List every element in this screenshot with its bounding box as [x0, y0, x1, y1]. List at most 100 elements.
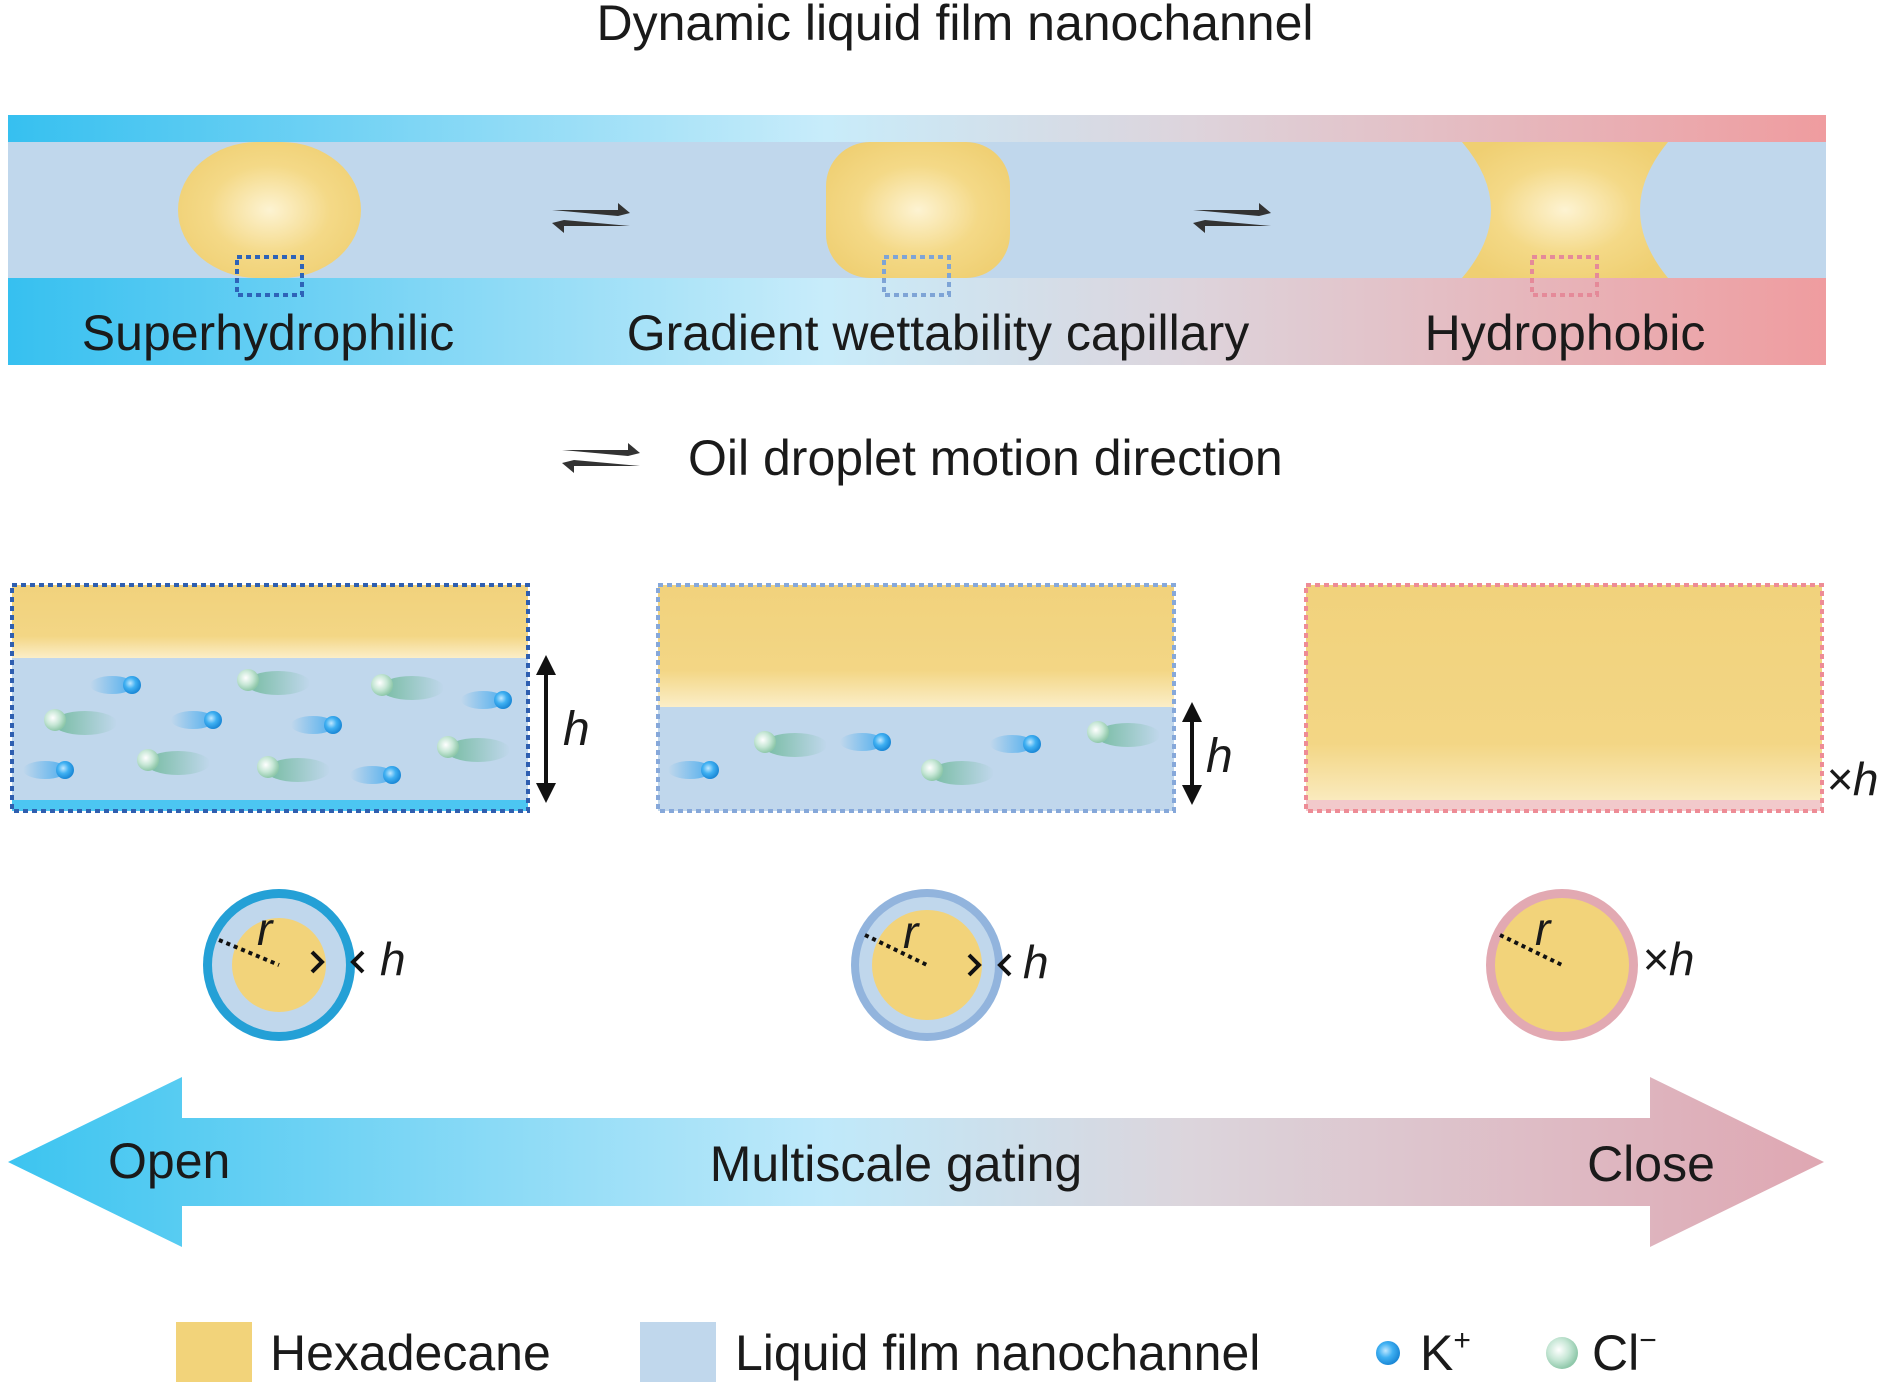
k-ion-tail	[171, 711, 215, 729]
cl-ion	[437, 736, 459, 758]
cl-ion	[1087, 721, 1109, 743]
zoom-box-center	[882, 255, 951, 297]
radius-line	[1499, 933, 1563, 967]
cl-ion-tail	[380, 676, 444, 700]
gap-marker-inner	[967, 953, 982, 977]
gating-open-label: Open	[108, 1133, 230, 1189]
label-gradient-capillary: Gradient wettability capillary	[627, 305, 1250, 361]
label-hydrophobic: Hydrophobic	[1425, 305, 1706, 361]
k-ion-tail	[291, 716, 335, 734]
radius-label: r	[903, 906, 920, 958]
k-ion-tail	[840, 733, 884, 751]
cl-ion-tail	[446, 738, 510, 762]
k-ion	[324, 716, 342, 734]
equilibrium-arrow-icon	[562, 443, 640, 473]
cl-ion	[371, 674, 393, 696]
oil-layer	[658, 585, 1174, 707]
oil-droplet-gradient	[826, 142, 1010, 278]
cl-ion	[137, 749, 159, 771]
cl-ion	[237, 669, 259, 691]
cl-ion	[754, 731, 776, 753]
zoom-box-left	[235, 255, 304, 297]
panel-open: h	[10, 583, 590, 813]
double-arrow-shape	[8, 1077, 1824, 1247]
oil-layer	[12, 585, 528, 658]
panel-border	[10, 583, 530, 813]
equilibrium-arrow-icon	[552, 203, 630, 233]
legend-label-k: K+	[1420, 1324, 1471, 1381]
film-thickness-label: h	[1023, 936, 1049, 988]
k-ion-tail	[668, 761, 712, 779]
film-thickness-label: h	[380, 933, 406, 985]
cl-symbol: Cl	[1592, 1325, 1639, 1381]
wall-strip	[12, 800, 528, 811]
gating-center-label: Multiscale gating	[710, 1136, 1082, 1192]
legend-swatch-liquid-film	[640, 1322, 716, 1382]
height-label: h	[1206, 730, 1233, 783]
k-ion	[383, 766, 401, 784]
cl-ion-tail	[266, 758, 330, 782]
legend-swatch-hexadecane	[176, 1322, 252, 1382]
oil-core	[1495, 898, 1629, 1032]
motion-direction-legend: Oil droplet motion direction	[562, 430, 1283, 486]
radius-line	[864, 933, 928, 967]
cl-ion	[921, 759, 943, 781]
k-ion	[701, 761, 719, 779]
gap-marker-outer	[997, 953, 1012, 977]
radius-line	[218, 938, 280, 967]
cl-ion-tail	[763, 733, 827, 757]
k-ion	[873, 733, 891, 751]
ion-swarm	[668, 721, 1160, 785]
legend-label-liquid-film: Liquid film nanochannel	[735, 1325, 1260, 1381]
ion-swarm	[23, 669, 512, 784]
motion-direction-label: Oil droplet motion direction	[688, 430, 1283, 486]
gap-marker-outer	[350, 950, 365, 974]
zoom-box-right	[1530, 255, 1599, 297]
cross-section-closed: r ×h	[1486, 889, 1694, 1041]
gating-close-label: Close	[1587, 1136, 1715, 1192]
gating-arrow: Open Multiscale gating Close	[8, 1077, 1824, 1247]
cl-ion-tail	[146, 751, 210, 775]
cl-ion-tail	[53, 711, 117, 735]
k-superscript: +	[1453, 1324, 1471, 1357]
panel-border	[1304, 583, 1824, 813]
panel-gradient: h	[656, 583, 1233, 813]
k-ion-tail	[350, 766, 394, 784]
k-ion	[204, 711, 222, 729]
legend-label-hexadecane: Hexadecane	[270, 1325, 551, 1381]
cl-ion	[257, 756, 279, 778]
closed-thickness-label: ×h	[1642, 933, 1694, 985]
cl-ion	[44, 709, 66, 731]
k-symbol: K	[1420, 1325, 1453, 1381]
k-ion	[1023, 735, 1041, 753]
gap-marker-inner	[310, 950, 325, 974]
k-ion-tail	[90, 676, 134, 694]
oil-droplet-hydrophobic	[1462, 142, 1668, 278]
k-ion-tail	[990, 735, 1034, 753]
legend-label-cl: Cl−	[1592, 1324, 1657, 1381]
capillary: Superhydrophilic Gradient wettability ca…	[8, 115, 1826, 365]
legend: Hexadecane Liquid film nanochannel K+ Cl…	[176, 1322, 1657, 1382]
legend-k-ion-icon	[1376, 1341, 1400, 1365]
label-superhydrophilic: Superhydrophilic	[82, 305, 454, 361]
oil-layer	[1306, 585, 1822, 811]
cross-section-open: r h	[203, 889, 406, 1041]
cl-ion-tail	[1096, 723, 1160, 747]
cross-section-gradient: r h	[851, 889, 1049, 1041]
oil-core	[872, 910, 982, 1020]
title: Dynamic liquid film nanochannel	[596, 0, 1313, 51]
height-label: h	[563, 703, 590, 756]
wall-strip	[1306, 800, 1822, 811]
oil-droplet-superhydrophilic	[178, 142, 361, 278]
closed-height-label: ×h	[1826, 753, 1878, 805]
k-ion	[123, 676, 141, 694]
k-ion-tail	[461, 691, 505, 709]
panel-border	[656, 583, 1176, 813]
cl-superscript: −	[1639, 1324, 1657, 1357]
cl-ion-tail	[246, 671, 310, 695]
equilibrium-arrow-icon	[1193, 203, 1271, 233]
k-ion	[494, 691, 512, 709]
k-ion-tail	[23, 761, 67, 779]
legend-cl-ion-icon	[1546, 1337, 1578, 1369]
